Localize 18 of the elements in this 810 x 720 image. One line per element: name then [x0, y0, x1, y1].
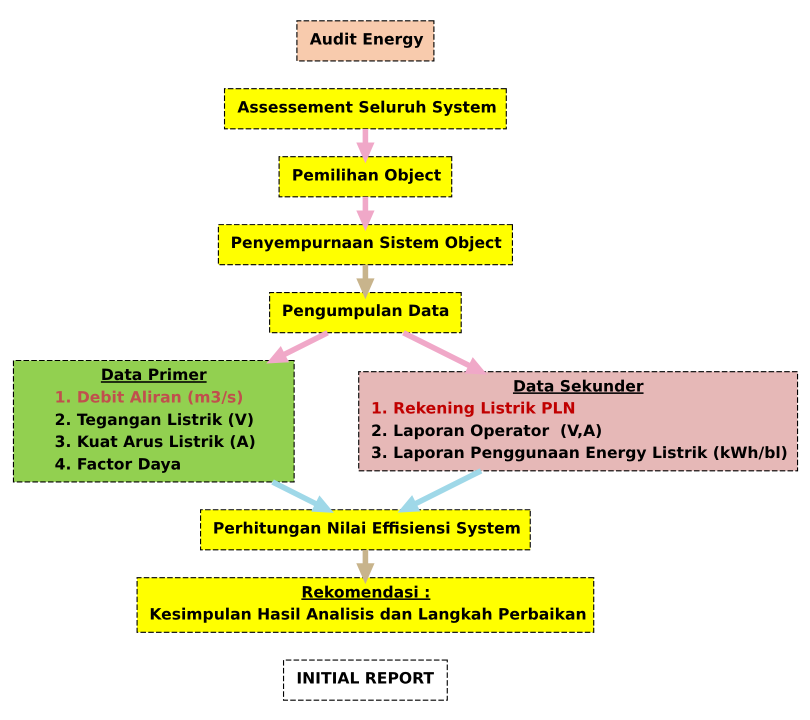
arrow — [356, 128, 374, 163]
arrow — [356, 550, 374, 584]
node-box: Perhitungan Nilai Effisiensi System — [200, 508, 530, 550]
node-box: Penyempurnaan Sistem Object — [217, 224, 512, 265]
arrow — [266, 330, 328, 364]
arrow — [356, 264, 374, 299]
node-box: Pemilihan Object — [278, 156, 452, 197]
node-box: INITIAL REPORT — [282, 659, 448, 700]
node-box: Rekomendasi : Kesimpulan Hasil Analisis dan Langkah Perbaikan — [136, 576, 594, 632]
arrow — [397, 468, 482, 512]
node-box: Data Sekunder 1. Rekening Listrik PLN 2. Laporan Operator (V,A) 3. Laporan Penggunaan Energy Listrik (kWh/bl) — [358, 370, 798, 471]
arrow — [356, 196, 374, 231]
node-box: Assessement Seluruh System — [223, 88, 506, 129]
arrow — [270, 479, 334, 512]
arrow — [402, 330, 487, 374]
node-box: Audit Energy — [296, 20, 434, 61]
node-box: Pengumpulan Data — [268, 292, 462, 333]
node-box: Data Primer 1. Debit Aliran (m3/s) 2. Tegangan Listrik (V) 3. Kuat Arus Listrik (A) 4. Factor Daya — [12, 359, 294, 482]
